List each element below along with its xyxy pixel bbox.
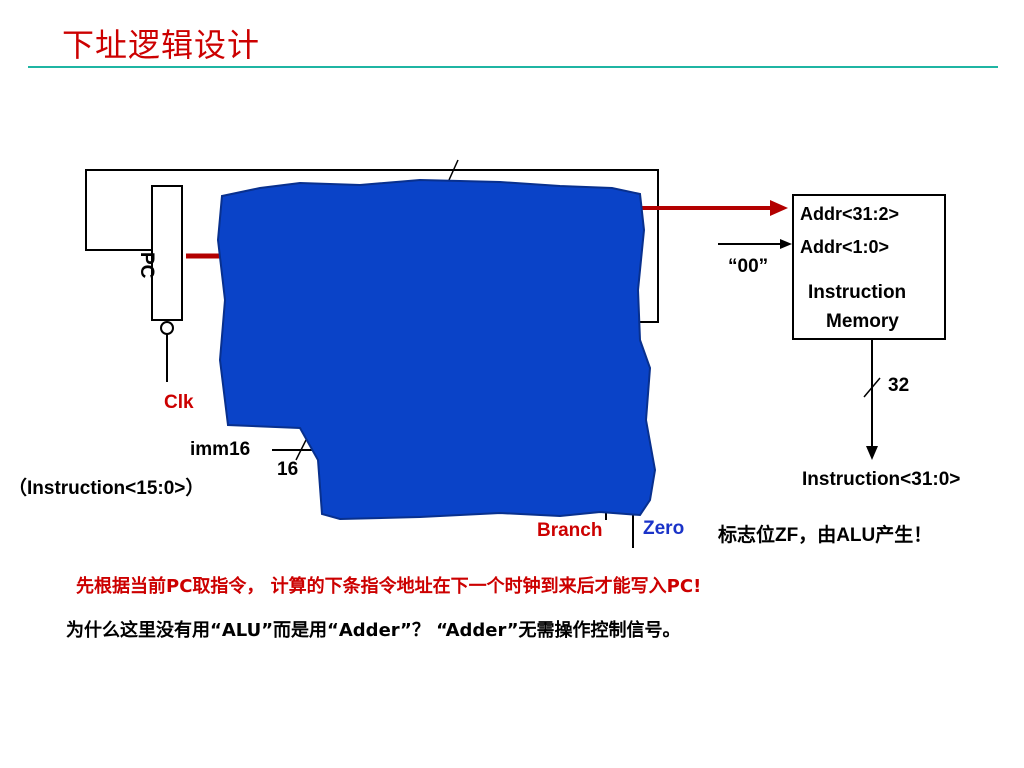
redaction-blob bbox=[216, 178, 657, 521]
branch-label: Branch bbox=[537, 520, 603, 541]
instruction-memory-block bbox=[792, 194, 946, 340]
imem-name-line2: Memory bbox=[826, 311, 899, 332]
width-slash-16 bbox=[295, 439, 307, 461]
page-title: 下址逻辑设计 bbox=[62, 26, 261, 64]
instruction-output-label: Instruction<31:0> bbox=[802, 469, 961, 490]
width-slash-32 bbox=[863, 377, 881, 398]
zf-note: 标志位ZF，由ALU产生！ bbox=[718, 525, 933, 546]
zeros-label: “00” bbox=[728, 256, 769, 277]
pc-label: PC bbox=[136, 252, 157, 279]
addr-lo-label: Addr<1:0> bbox=[800, 237, 890, 257]
zeros-arrowhead bbox=[780, 239, 792, 249]
clk-label: Clk bbox=[164, 392, 194, 413]
addr-hi-label: Addr<31:2> bbox=[800, 204, 900, 224]
instr-out-arrowhead bbox=[866, 446, 878, 460]
title-divider bbox=[28, 66, 998, 68]
imm16-width-label: 16 bbox=[277, 459, 299, 480]
imem-name-line1: Instruction bbox=[808, 282, 907, 303]
imm16-source-label: （Instruction<15:0>） bbox=[8, 478, 205, 499]
instr-width-label: 32 bbox=[888, 375, 910, 396]
imm16-label: imm16 bbox=[190, 439, 251, 460]
pc-clock-bubble bbox=[160, 321, 174, 335]
addr-arrowhead bbox=[770, 200, 788, 216]
note-line-2: 为什么这里没有用“ALU”而是用“Adder”？ “Adder”无需操作控制信号… bbox=[66, 620, 681, 641]
feedback-wire bbox=[85, 169, 659, 323]
note-line-1: 先根据当前PC取指令， 计算的下条指令地址在下一个时钟到来后才能写入PC! bbox=[76, 576, 702, 597]
top-slash bbox=[448, 159, 459, 181]
pc-register bbox=[151, 185, 183, 321]
zero-label: Zero bbox=[643, 518, 685, 539]
